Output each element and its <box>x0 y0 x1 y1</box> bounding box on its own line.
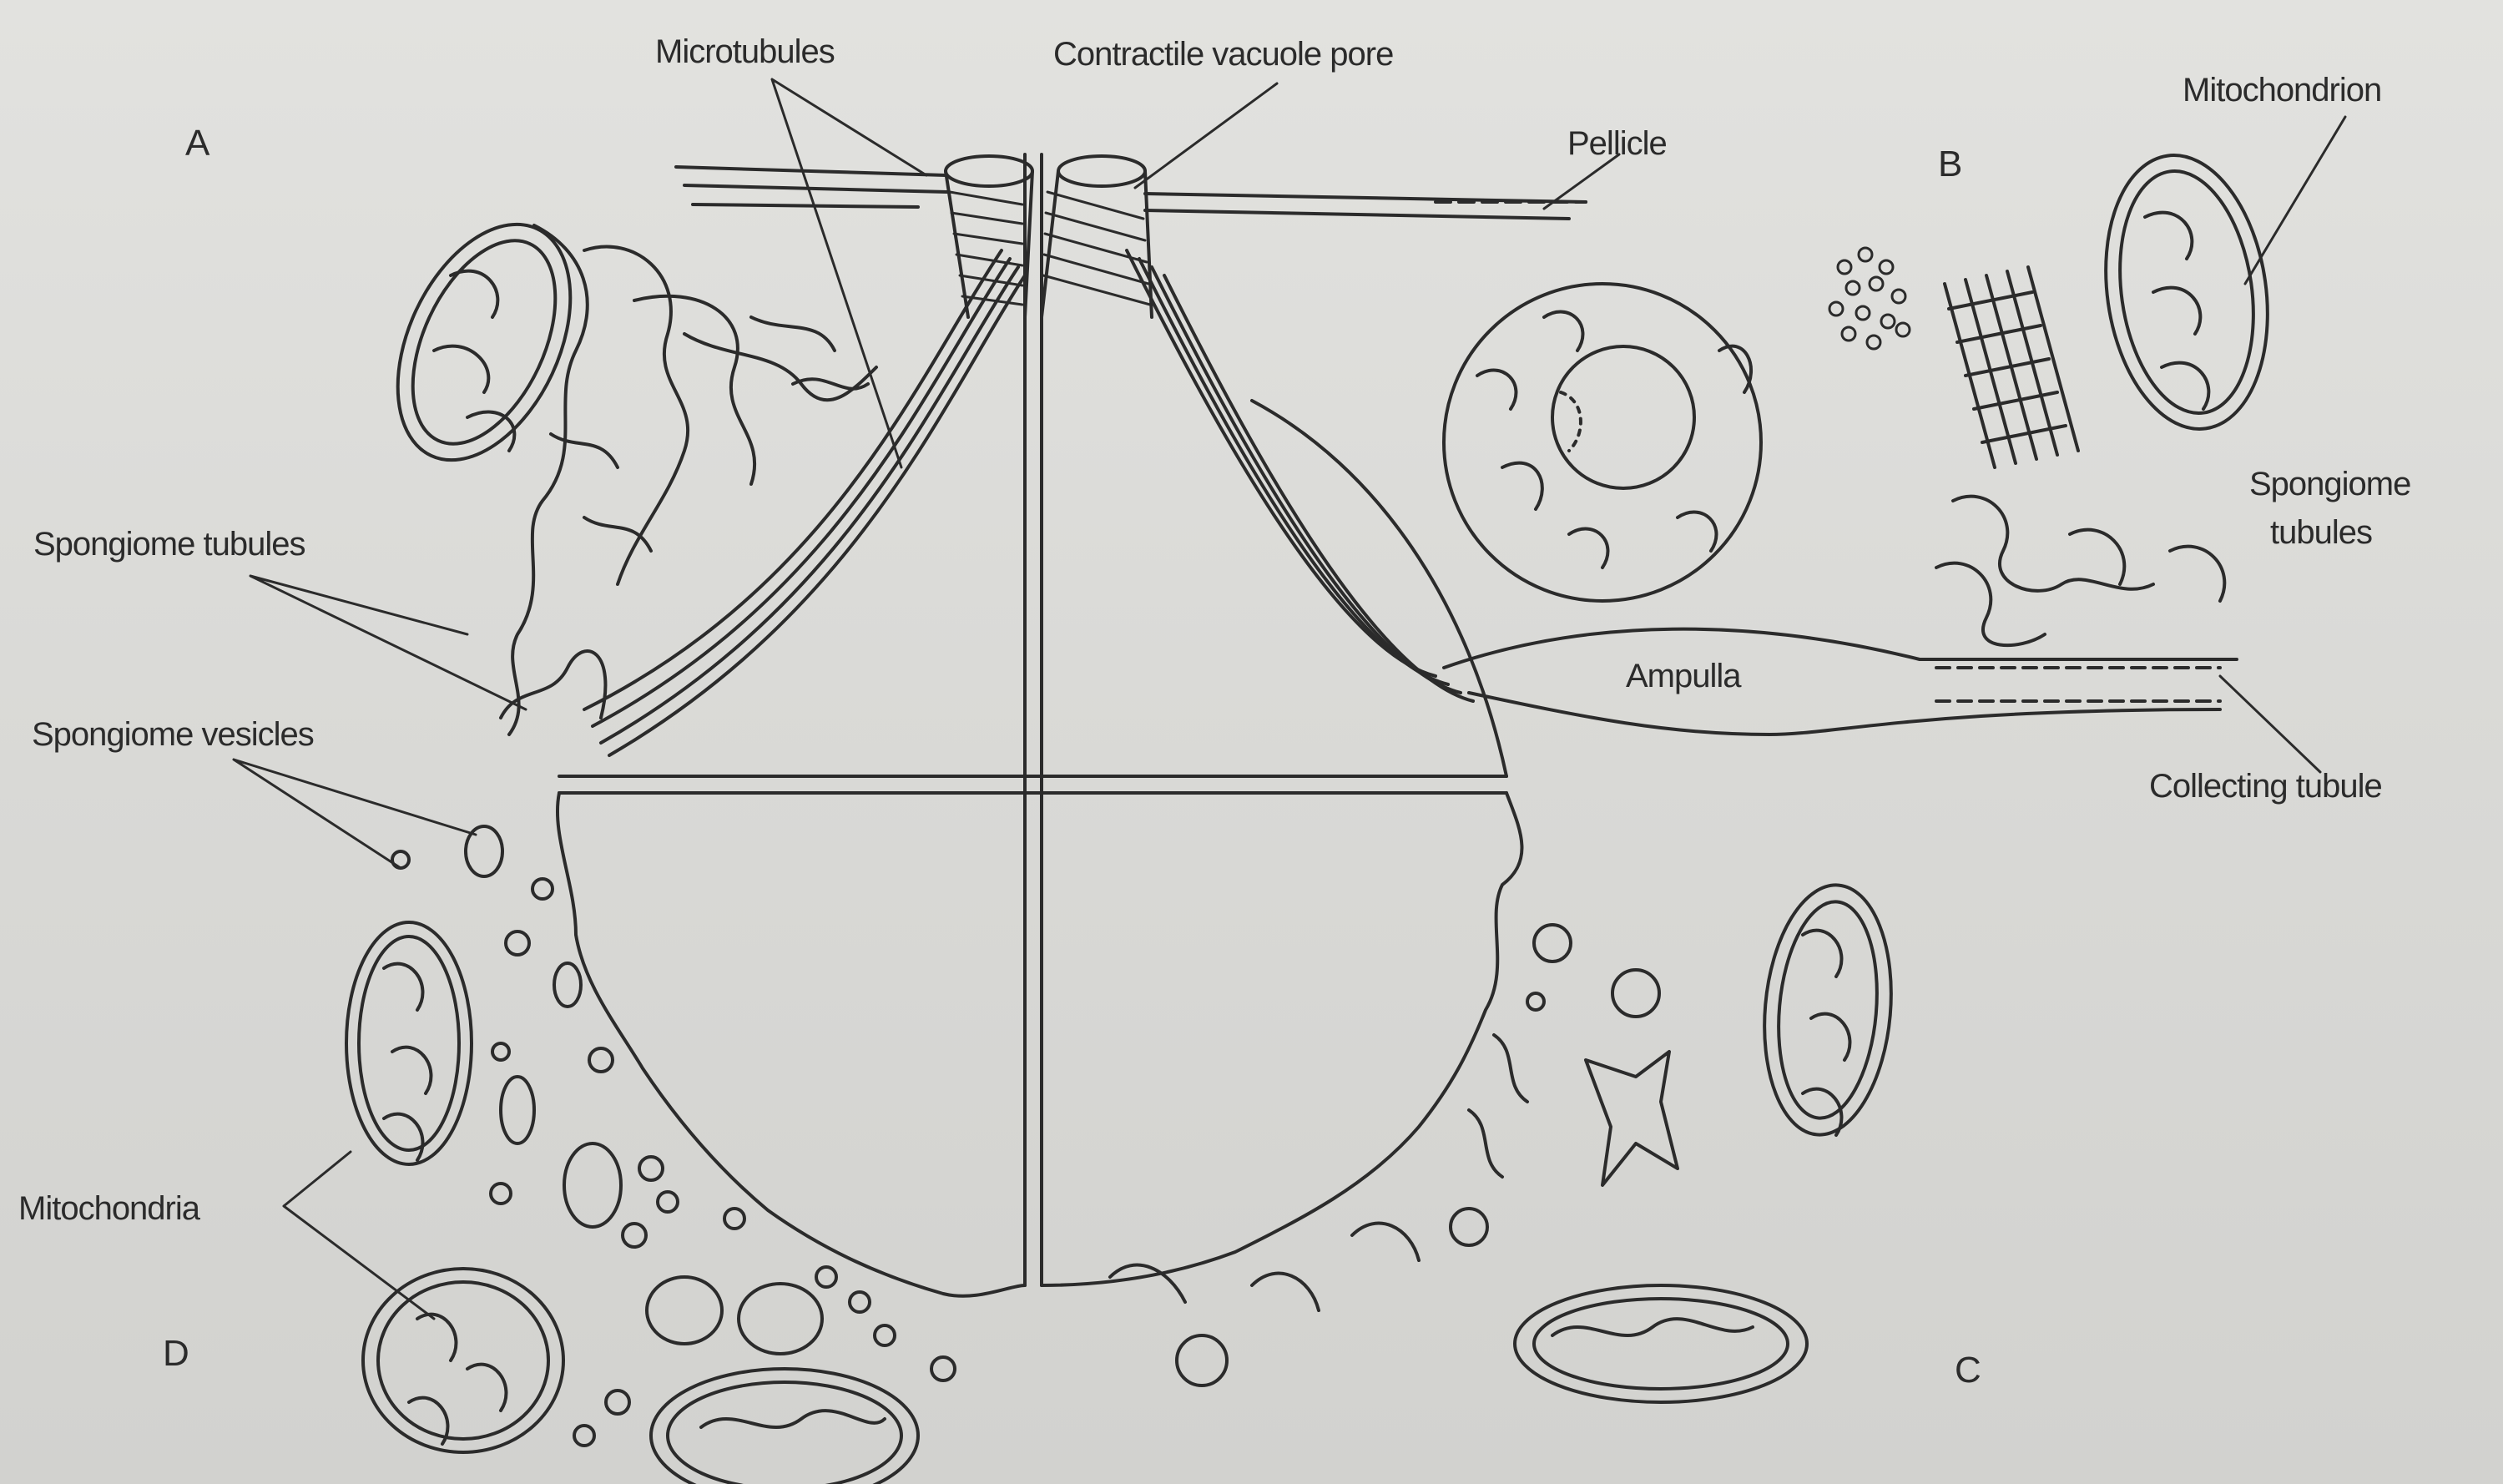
label-spongiome-tubules-left: Spongiome tubules <box>33 527 305 561</box>
microtubule-bundles <box>584 250 1473 755</box>
vacuole-membrane <box>1252 401 1506 776</box>
quadrant-dividers <box>559 154 1506 1285</box>
vacuole-membrane-lower-right <box>1042 793 1521 1285</box>
spongiome-tubules-cluster-b <box>1936 497 2224 645</box>
label-microtubules: Microtubules <box>655 35 835 68</box>
mitochondria-c <box>1515 880 1901 1402</box>
label-contractile-vacuole-pore: Contractile vacuole pore <box>1053 38 1393 71</box>
vesicle-dot-cluster <box>1829 248 1910 349</box>
label-spongiome-tubules-right-2: tubules <box>2270 516 2372 549</box>
panel-letter-c: C <box>1955 1352 1981 1389</box>
panel-letter-d: D <box>163 1335 189 1372</box>
label-mitochondria: Mitochondria <box>18 1192 199 1225</box>
panel-letter-b: B <box>1938 146 1962 183</box>
vacuole-membrane-lower-left <box>558 793 1025 1296</box>
label-mitochondrion: Mitochondrion <box>2183 73 2381 107</box>
label-spongiome-vesicles: Spongiome vesicles <box>32 718 314 751</box>
spongiome-vesicles <box>392 826 955 1446</box>
mitochondrion-b <box>2089 144 2284 439</box>
microtubule-bundle-b <box>1945 267 2078 467</box>
spongiome-tubules-cluster-a <box>501 225 876 734</box>
pellicle <box>676 167 1586 219</box>
label-ampulla: Ampulla <box>1626 659 1741 693</box>
mitochondrion-a <box>363 197 605 487</box>
mitochondria-d <box>346 922 918 1484</box>
label-collecting-tubule: Collecting tubule <box>2149 770 2382 803</box>
spongiome-cross-section <box>1444 284 1761 601</box>
label-pellicle: Pellicle <box>1567 127 1667 160</box>
ampulla <box>1444 629 2237 734</box>
structures-c <box>1110 925 1678 1386</box>
panel-letter-a: A <box>185 125 209 162</box>
label-spongiome-tubules-right-1: Spongiome <box>2249 467 2410 501</box>
